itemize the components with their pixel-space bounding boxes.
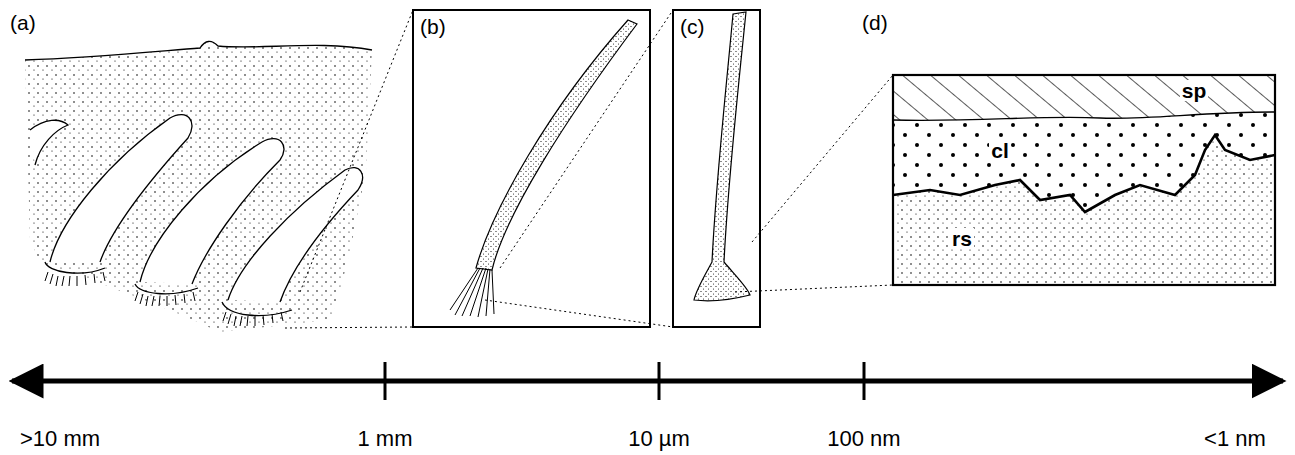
panel-label: (d) <box>862 12 888 33</box>
layer-label: cl <box>989 140 1011 161</box>
panel-label: (b) <box>420 16 446 37</box>
scale-label: >10 mm <box>20 428 100 450</box>
layer-label: sp <box>1180 80 1209 101</box>
scale-label: 1 mm <box>358 428 413 450</box>
scale-label: 100 nm <box>827 428 900 450</box>
scale-label: 10 µm <box>628 428 690 450</box>
scale-label: <1 nm <box>1204 428 1266 450</box>
scale-axis <box>12 362 1283 400</box>
panel-label: (a) <box>10 12 36 33</box>
layer-section <box>893 75 1275 285</box>
toe-drawing <box>25 41 372 332</box>
layer-label: rs <box>950 228 974 249</box>
spatula-drawing <box>673 10 760 327</box>
seta-drawing <box>413 10 650 327</box>
leader-lines <box>285 10 893 328</box>
panel-label: (c) <box>680 16 705 37</box>
